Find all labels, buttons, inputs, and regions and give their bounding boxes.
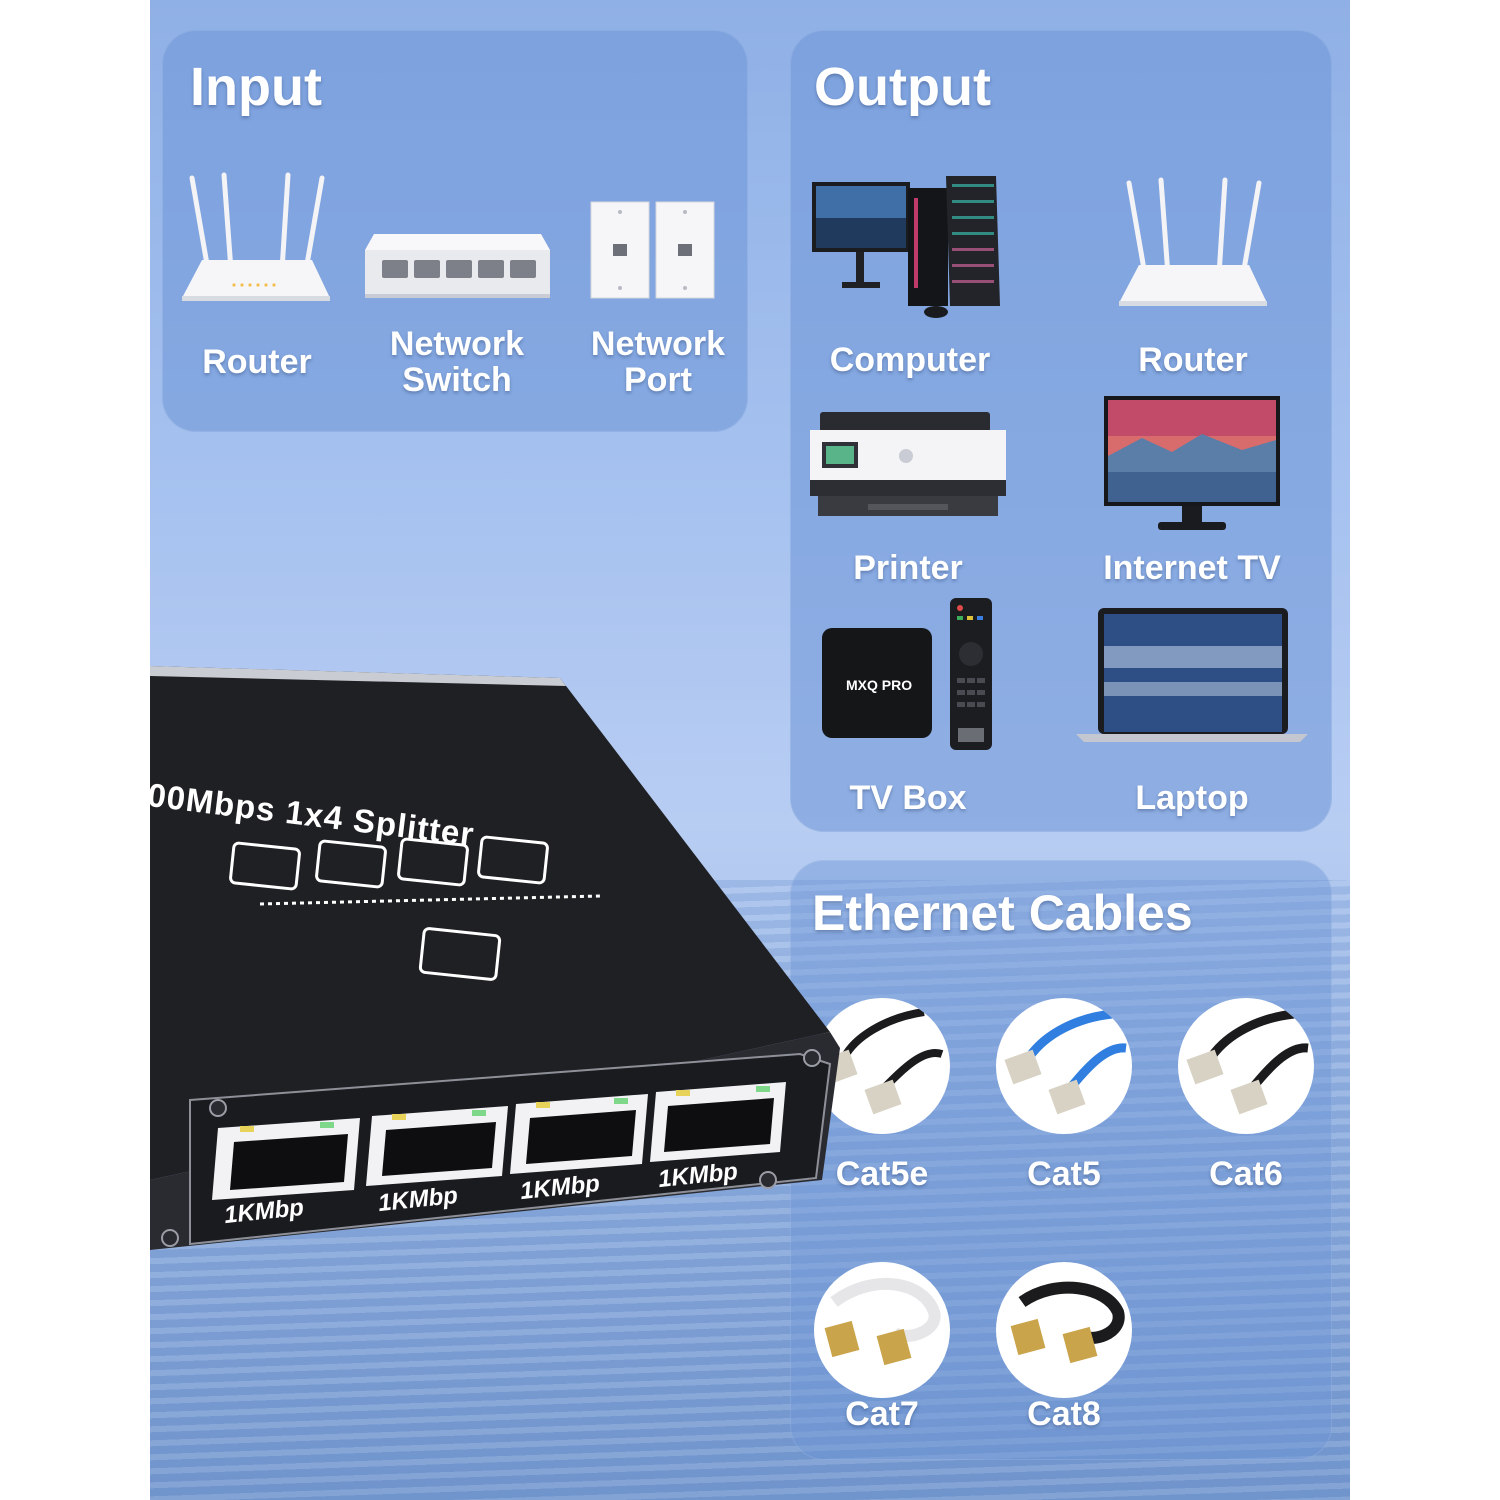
tv-icon: [1104, 396, 1280, 530]
input-port-label-line1: Network: [590, 325, 726, 363]
computer-icon: [812, 176, 1000, 318]
router-icon: [182, 172, 330, 301]
output-tvbox-label: TV Box: [849, 779, 967, 817]
cat5-cable-icon: [996, 998, 1132, 1134]
cat6-label: Cat6: [1209, 1155, 1283, 1193]
ethernet-splitter-device: [150, 666, 840, 1250]
cat8-label: Cat8: [1027, 1395, 1101, 1433]
cat6-cable-icon: [1178, 998, 1314, 1134]
cat7-label: Cat7: [845, 1395, 919, 1433]
cat8-cable-icon: [996, 1262, 1132, 1398]
laptop-icon: [1076, 608, 1308, 742]
input-switch-label-line1: Network: [389, 325, 525, 363]
output-laptop-label: Laptop: [1135, 779, 1249, 817]
router-icon: [1119, 177, 1267, 306]
input-title: Input: [190, 57, 322, 117]
output-printer-label: Printer: [853, 549, 963, 587]
output-router-label: Router: [1138, 341, 1248, 379]
input-panel: Input Router: [162, 30, 748, 432]
input-switch-label: Network Switch: [372, 326, 542, 398]
wall-port-icon: [590, 201, 715, 299]
input-router-label: Router: [202, 343, 312, 381]
output-title: Output: [814, 57, 991, 117]
cat5-label: Cat5: [1027, 1155, 1101, 1193]
tv-box-brand-text: MXQ PRO: [846, 677, 912, 693]
output-panel: Output Computer Rou: [790, 30, 1332, 832]
cat7-cable-icon: [814, 1262, 950, 1398]
network-diagram-icon: [229, 835, 601, 981]
ethernet-port-3[interactable]: [510, 1094, 648, 1174]
input-port-label: Network Port: [578, 326, 738, 398]
tv-box-icon: MXQ PRO: [822, 598, 992, 750]
ethernet-port-1[interactable]: [212, 1118, 360, 1200]
input-port-label-line2: Port: [624, 361, 692, 399]
cables-title: Ethernet Cables: [812, 885, 1193, 941]
cat5e-label: Cat5e: [835, 1155, 929, 1193]
network-switch-icon: [365, 234, 550, 298]
input-switch-label-line2: Switch: [402, 361, 512, 399]
output-tv-label: Internet TV: [1103, 549, 1281, 587]
output-computer-label: Computer: [829, 341, 991, 379]
ethernet-cables-panel: Ethernet Cables Cat5e Cat5: [790, 860, 1332, 1460]
printer-icon: [810, 412, 1006, 516]
ethernet-port-2[interactable]: [366, 1106, 508, 1186]
ethernet-port-4[interactable]: [650, 1082, 786, 1162]
product-infographic: Input Router: [150, 0, 1350, 1500]
